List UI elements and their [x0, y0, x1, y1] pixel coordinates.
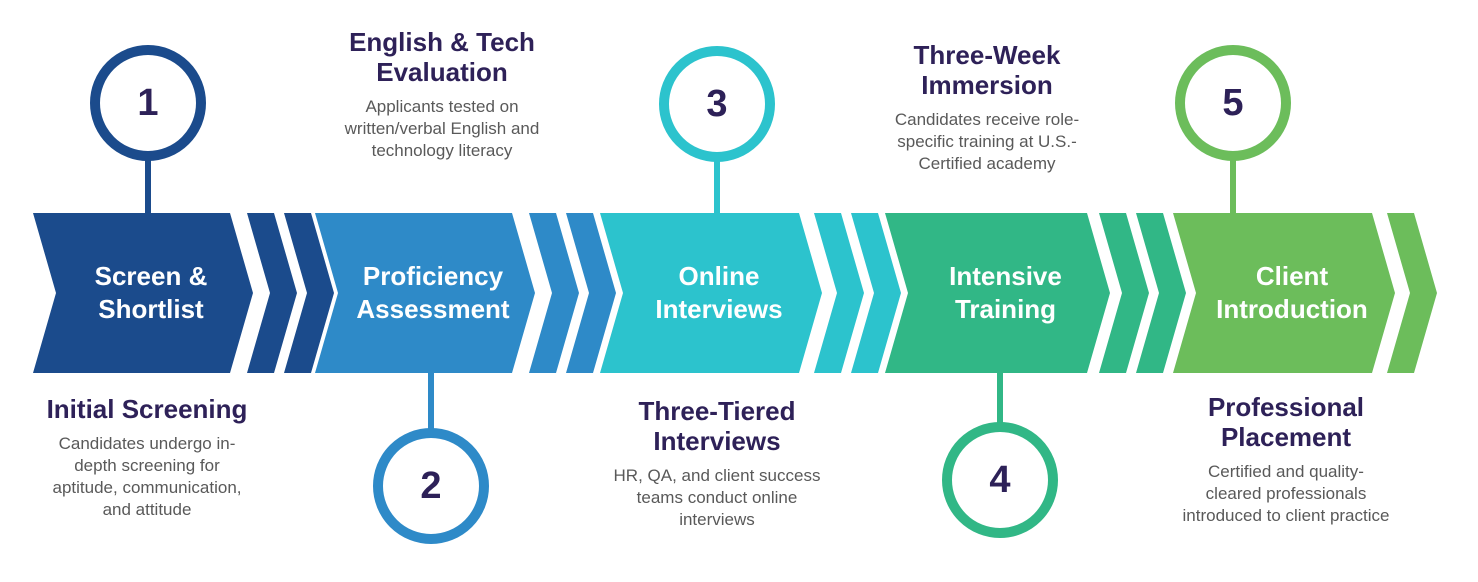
callout-description-5: Certified and quality- cleared professio… [1182, 462, 1390, 525]
step-number-circle-1: 1 [90, 45, 206, 161]
callout-step-1: Initial Screening Candidates undergo in-… [22, 394, 272, 521]
step-arrow-4: Intensive Training [885, 213, 1110, 373]
step-arrow-3: Online Interviews [600, 213, 822, 373]
step-arrow-label-4: Intensive Training [949, 261, 1062, 324]
callout-title-1: Initial Screening [46, 394, 248, 424]
connector-line-4 [997, 371, 1003, 424]
step-arrow-label-2: Proficiency Assessment [356, 261, 510, 324]
callout-title-4: Three-Week Immersion [913, 40, 1061, 100]
callout-step-2: English & Tech Evaluation Applicants tes… [312, 27, 572, 162]
step-arrow-label-1: Screen & Shortlist [94, 261, 208, 324]
step-number-circle-5: 5 [1175, 45, 1291, 161]
step-arrow-label-5: Client Introduction [1216, 261, 1368, 324]
callout-step-4: Three-Week Immersion Candidates receive … [857, 40, 1117, 175]
callout-description-4: Candidates receive role- specific traini… [894, 110, 1080, 173]
step-number-2: 2 [420, 464, 442, 507]
callout-description-2: Applicants tested on written/verbal Engl… [344, 97, 540, 160]
step-number-circle-2: 2 [373, 428, 489, 544]
step-arrow-1: Screen & Shortlist [33, 213, 253, 373]
callout-title-2: English & Tech Evaluation [349, 27, 535, 87]
callout-step-5: Professional Placement Certified and qua… [1136, 392, 1436, 527]
connector-line-1 [145, 156, 151, 214]
callout-description-1: Candidates undergo in- depth screening f… [52, 434, 242, 519]
step-arrow-2: Proficiency Assessment [315, 213, 535, 373]
callout-title-3: Three-Tiered Interviews [638, 396, 796, 456]
step-arrow-label-3: Online Interviews [655, 261, 783, 324]
step-number-4: 4 [989, 458, 1011, 501]
step-number-circle-3: 3 [659, 46, 775, 162]
step-number-circle-4: 4 [942, 422, 1058, 538]
step-number-3: 3 [706, 82, 728, 125]
step-arrow-5: Client Introduction [1173, 213, 1395, 373]
connector-line-5 [1230, 156, 1236, 214]
callout-description-3: HR, QA, and client success teams conduct… [613, 466, 821, 529]
connector-line-3 [714, 157, 720, 214]
callout-title-5: Professional Placement [1207, 392, 1365, 452]
chevron-separator-icon [529, 213, 579, 373]
step-number-1: 1 [137, 81, 159, 124]
chevron-separator-icon [247, 213, 297, 373]
callout-step-3: Three-Tiered Interviews HR, QA, and clie… [592, 396, 842, 531]
connector-line-2 [428, 371, 434, 430]
step-number-5: 5 [1222, 81, 1244, 124]
